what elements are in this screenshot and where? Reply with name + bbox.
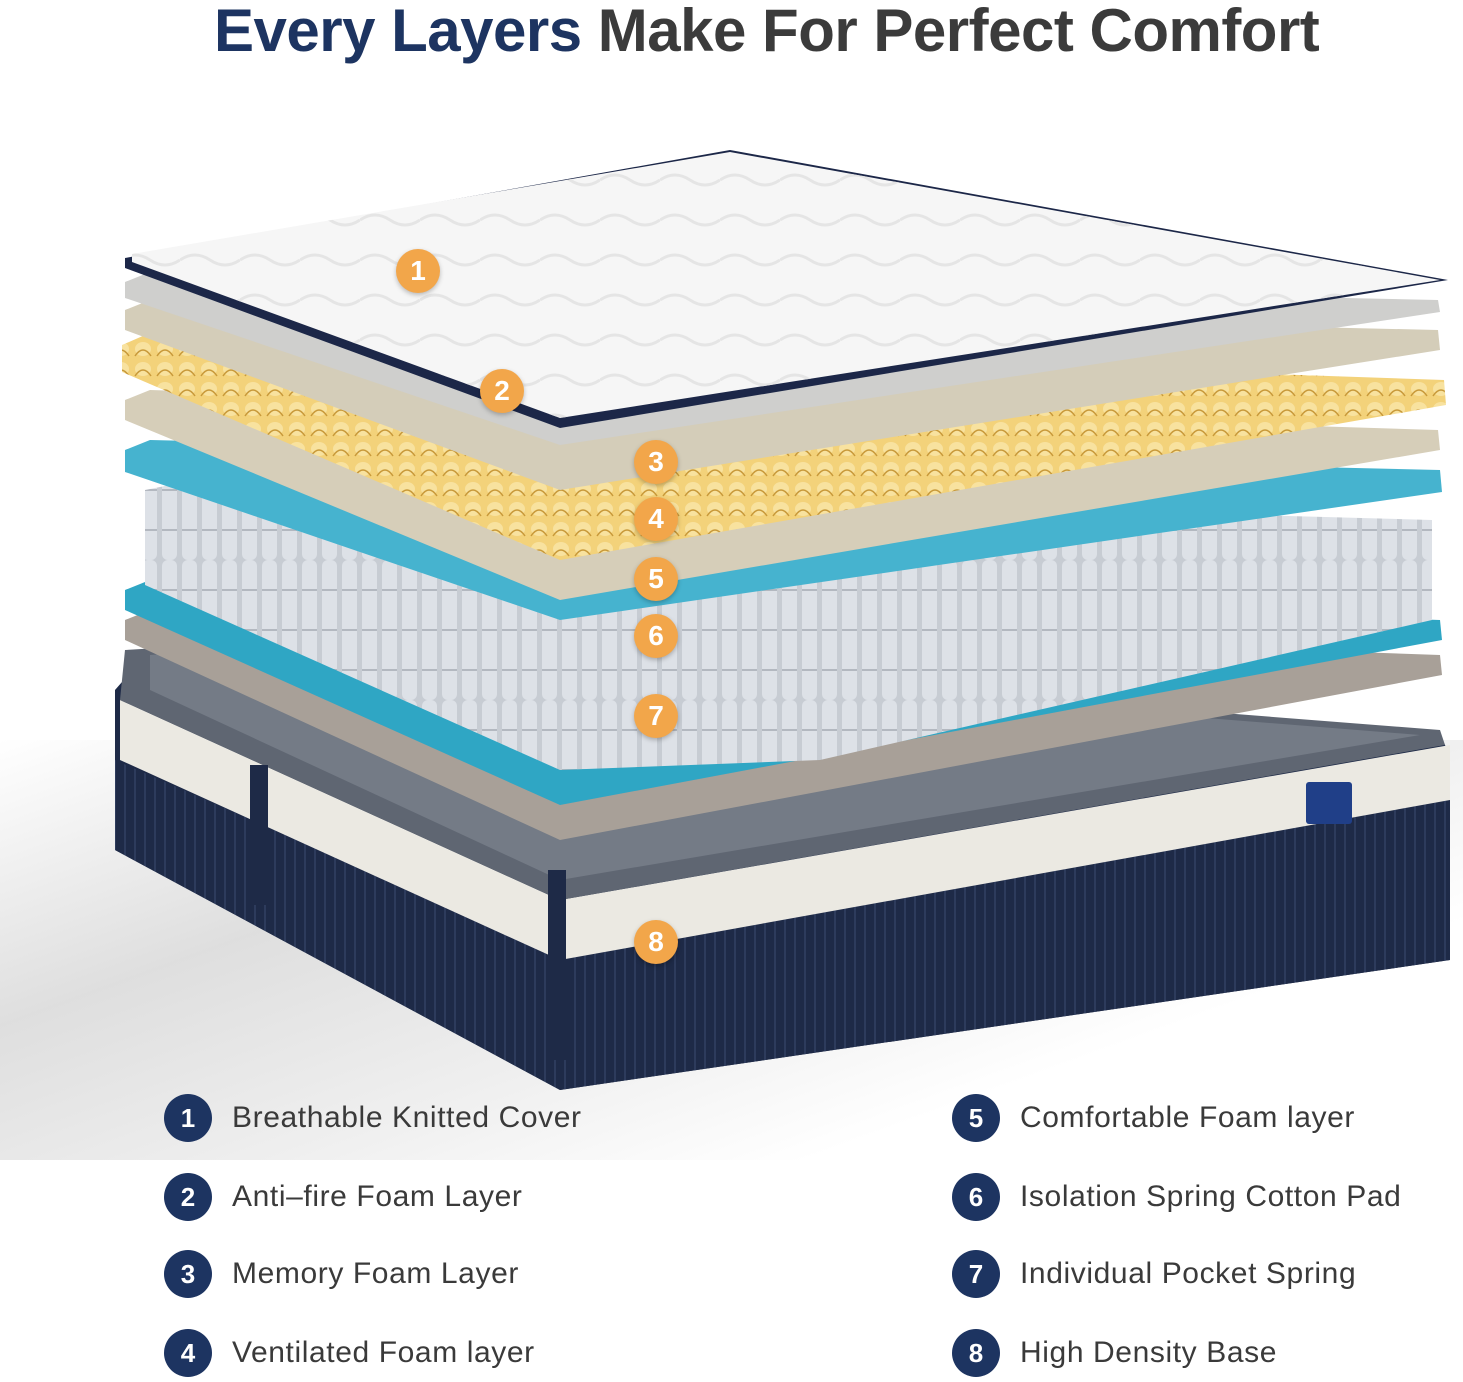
marker-4: 4	[634, 497, 678, 541]
mattress-layers-illustration	[115, 150, 1450, 1090]
legend-item-3: 3 Memory Foam Layer	[164, 1250, 519, 1298]
legend-label-7: Individual Pocket Spring	[1020, 1257, 1357, 1290]
marker-1: 1	[396, 249, 440, 293]
marker-8: 8	[634, 920, 678, 964]
layer-cover	[125, 150, 1448, 428]
legend-label-2: Anti–fire Foam Layer	[232, 1180, 523, 1213]
legend-number-4: 4	[164, 1329, 212, 1377]
legend-number-7: 7	[952, 1250, 1000, 1298]
marker-3: 3	[634, 440, 678, 484]
title-accent: Every Layers	[214, 0, 582, 64]
legend-item-7: 7 Individual Pocket Spring	[952, 1250, 1356, 1298]
title-rest: Make For Perfect Comfort	[597, 0, 1320, 64]
legend-item-6: 6 Isolation Spring Cotton Pad	[952, 1173, 1401, 1221]
legend-number-6: 6	[952, 1173, 1000, 1221]
legend-label-4: Ventilated Foam layer	[232, 1336, 535, 1369]
page-title: Every Layers Make For Perfect Comfort	[0, 0, 1463, 65]
marker-2: 2	[480, 369, 524, 413]
marker-6: 6	[634, 614, 678, 658]
legend-label-3: Memory Foam Layer	[232, 1257, 519, 1290]
marker-5: 5	[634, 557, 678, 601]
legend-label-8: High Density Base	[1020, 1336, 1277, 1369]
legend-label-1: Breathable Knitted Cover	[232, 1101, 582, 1134]
legend-item-1: 1 Breathable Knitted Cover	[164, 1094, 582, 1142]
legend-item-5: 5 Comfortable Foam layer	[952, 1094, 1355, 1142]
legend-number-3: 3	[164, 1250, 212, 1298]
legend-number-8: 8	[952, 1329, 1000, 1377]
legend-item-2: 2 Anti–fire Foam Layer	[164, 1173, 522, 1221]
legend-number-5: 5	[952, 1094, 1000, 1142]
legend-item-8: 8 High Density Base	[952, 1329, 1277, 1377]
legend-label-5: Comfortable Foam layer	[1020, 1101, 1355, 1134]
legend-number-1: 1	[164, 1094, 212, 1142]
marker-7: 7	[634, 694, 678, 738]
legend-label-6: Isolation Spring Cotton Pad	[1020, 1180, 1402, 1213]
legend-item-4: 4 Ventilated Foam layer	[164, 1329, 535, 1377]
legend-number-2: 2	[164, 1173, 212, 1221]
